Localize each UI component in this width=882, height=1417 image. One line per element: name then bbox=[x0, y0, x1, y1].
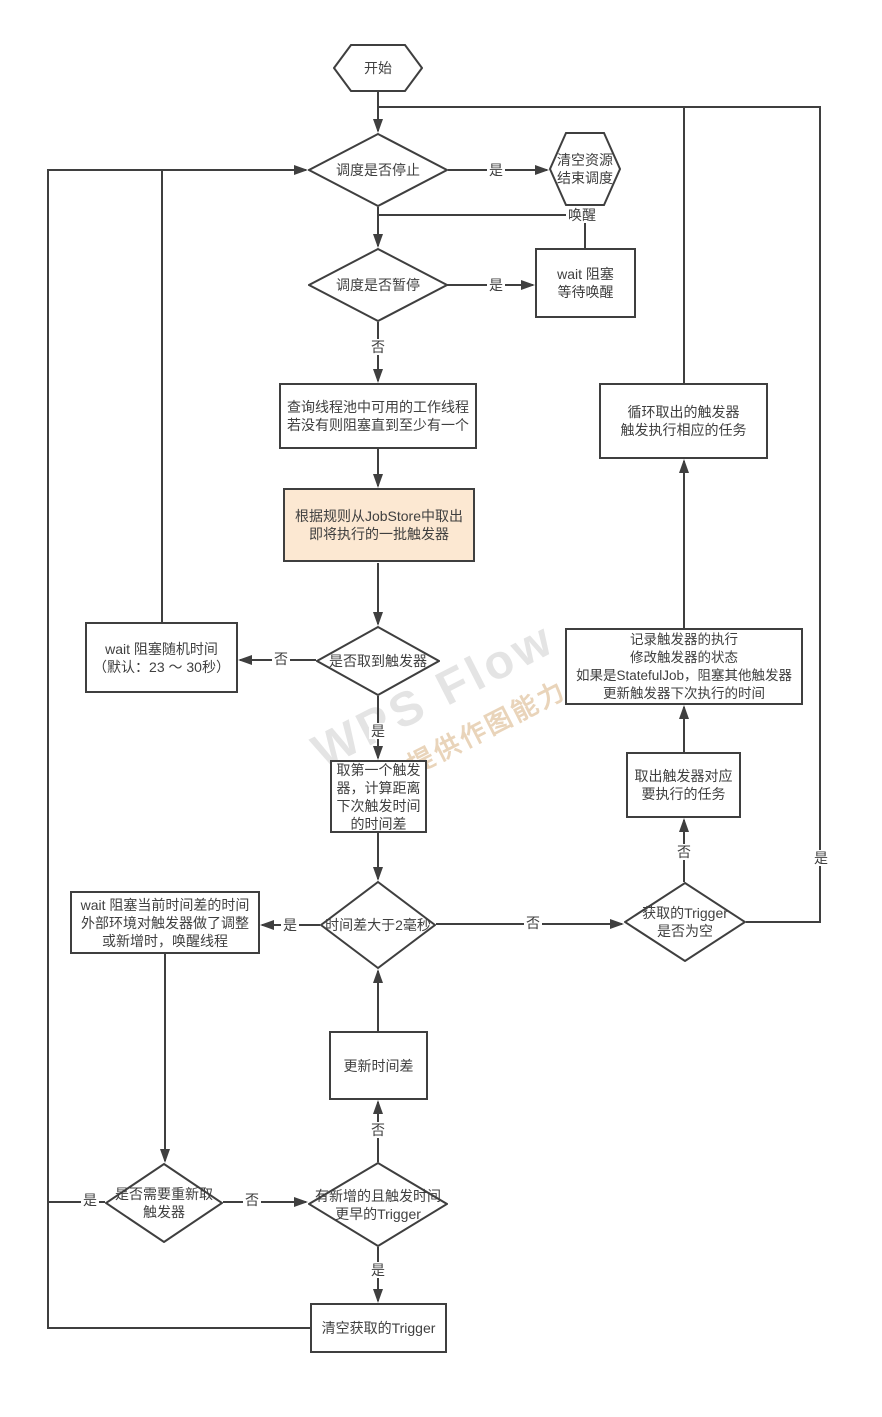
node-cleanup-end-line1: 清空资源 bbox=[557, 152, 613, 168]
node-fetch-triggers: 根据规则从JobStore中取出 即将执行的一批触发器 bbox=[283, 488, 475, 562]
node-wait-random-line1: wait 阻塞随机时间 bbox=[105, 640, 218, 657]
node-loop-fire-line2: 触发执行相应的任务 bbox=[620, 422, 747, 438]
edge-label-newer-no: 否 bbox=[369, 1122, 387, 1138]
node-clear-trigger: 清空获取的Trigger bbox=[310, 1303, 447, 1353]
node-start-label: 开始 bbox=[364, 60, 392, 76]
node-update-timediff: 更新时间差 bbox=[329, 1031, 428, 1100]
node-newer-check-line2: 更早的Trigger bbox=[335, 1205, 421, 1222]
node-clear-trigger-label: 清空获取的Trigger bbox=[321, 1320, 436, 1336]
node-newer-check: 有新增的且触发时间 更早的Trigger bbox=[308, 1162, 448, 1247]
node-query-threads-line2: 若没有则阻塞直到至少有一个 bbox=[287, 417, 469, 433]
node-empty-check-line1: 获取的Trigger bbox=[642, 905, 728, 921]
edge-label-refetch-yes: 是 bbox=[81, 1192, 99, 1208]
node-got-trigger-check-label: 是否取到触发器 bbox=[329, 653, 427, 669]
node-first-trigger-line4: 的时间差 bbox=[350, 815, 407, 832]
node-query-threads: 查询线程池中可用的工作线程 若没有则阻塞直到至少有一个 bbox=[279, 383, 477, 449]
edge-label-stop-yes: 是 bbox=[487, 162, 505, 178]
node-newer-check-line1: 有新增的且触发时间 bbox=[315, 1187, 441, 1204]
node-stop-check-label: 调度是否停止 bbox=[336, 162, 420, 178]
node-first-trigger-line1: 取第一个触发 bbox=[336, 761, 421, 778]
edge-label-empty-yes: 是 bbox=[812, 850, 830, 866]
edge-label-got-trigger-yes: 是 bbox=[369, 723, 387, 739]
node-query-threads-line1: 查询线程池中可用的工作线程 bbox=[287, 399, 469, 415]
node-timediff-check: 时间差大于2毫秒 bbox=[320, 881, 436, 969]
node-record-exec: 记录触发器的执行 修改触发器的状态 如果是StatefulJob，阻塞其他触发器… bbox=[565, 628, 803, 705]
node-wait-timediff-line2: 外部环境对触发器做了调整 bbox=[81, 914, 249, 931]
node-get-job: 取出触发器对应 要执行的任务 bbox=[626, 752, 741, 818]
node-pause-check-label: 调度是否暂停 bbox=[336, 277, 420, 293]
node-got-trigger-check: 是否取到触发器 bbox=[316, 626, 440, 696]
node-loop-fire: 循环取出的触发器 触发执行相应的任务 bbox=[599, 383, 768, 459]
node-first-trigger: 取第一个触发 器，计算距离 下次触发时间 的时间差 bbox=[330, 760, 427, 833]
node-start: 开始 bbox=[333, 44, 423, 92]
edge-label-got-trigger-no: 否 bbox=[272, 651, 290, 667]
node-empty-check: 获取的Trigger 是否为空 bbox=[624, 882, 746, 962]
node-empty-check-line2: 是否为空 bbox=[656, 923, 713, 939]
node-loop-fire-line1: 循环取出的触发器 bbox=[627, 404, 740, 420]
node-wait-timediff: wait 阻塞当前时间差的时间 外部环境对触发器做了调整 或新增时，唤醒线程 bbox=[70, 891, 260, 954]
node-wait-random: wait 阻塞随机时间 （默认：23 ～ 30秒） bbox=[85, 622, 238, 693]
edge-label-newer-yes: 是 bbox=[369, 1262, 387, 1278]
node-pause-check: 调度是否暂停 bbox=[308, 248, 448, 322]
node-timediff-check-label: 时间差大于2毫秒 bbox=[325, 917, 431, 933]
node-wait-wake-line2: 等待唤醒 bbox=[557, 284, 614, 300]
node-wait-wake: wait 阻塞 等待唤醒 bbox=[535, 248, 636, 318]
node-first-trigger-line3: 下次触发时间 bbox=[336, 797, 421, 814]
node-update-timediff-label: 更新时间差 bbox=[343, 1057, 414, 1074]
node-wait-random-line2: （默认：23 ～ 30秒） bbox=[93, 658, 230, 675]
node-record-exec-line2: 修改触发器的状态 bbox=[630, 649, 738, 665]
node-stop-check: 调度是否停止 bbox=[308, 133, 448, 207]
edge-label-timediff-yes: 是 bbox=[281, 917, 299, 933]
node-refetch-check-line1: 是否需要重新取 bbox=[115, 1186, 213, 1202]
edge-label-timediff-no: 否 bbox=[524, 915, 542, 931]
node-record-exec-line1: 记录触发器的执行 bbox=[630, 631, 738, 647]
node-cleanup-end: 清空资源 结束调度 bbox=[549, 132, 621, 206]
node-wait-wake-line1: wait 阻塞 bbox=[557, 266, 614, 282]
node-record-exec-line3: 如果是StatefulJob，阻塞其他触发器 bbox=[575, 667, 793, 683]
node-wait-timediff-line3: 或新增时，唤醒线程 bbox=[102, 932, 228, 949]
node-fetch-triggers-line1: 根据规则从JobStore中取出 bbox=[294, 508, 464, 524]
node-wait-timediff-line1: wait 阻塞当前时间差的时间 bbox=[80, 896, 250, 913]
node-record-exec-line4: 更新触发器下次执行的时间 bbox=[603, 685, 765, 701]
node-cleanup-end-line2: 结束调度 bbox=[557, 170, 613, 186]
edge-label-refetch-no: 否 bbox=[243, 1192, 261, 1208]
edge-label-empty-no: 否 bbox=[675, 844, 693, 860]
node-fetch-triggers-line2: 即将执行的一批触发器 bbox=[309, 526, 449, 542]
edge-label-pause-yes: 是 bbox=[487, 277, 505, 293]
node-refetch-check-line2: 触发器 bbox=[143, 1204, 185, 1220]
node-first-trigger-line2: 器，计算距离 bbox=[336, 779, 421, 796]
node-get-job-line2: 要执行的任务 bbox=[641, 786, 726, 802]
edge-label-pause-no: 否 bbox=[369, 339, 387, 355]
node-get-job-line1: 取出触发器对应 bbox=[634, 768, 733, 784]
edge-label-wake: 唤醒 bbox=[566, 207, 598, 223]
node-refetch-check: 是否需要重新取 触发器 bbox=[105, 1163, 223, 1243]
